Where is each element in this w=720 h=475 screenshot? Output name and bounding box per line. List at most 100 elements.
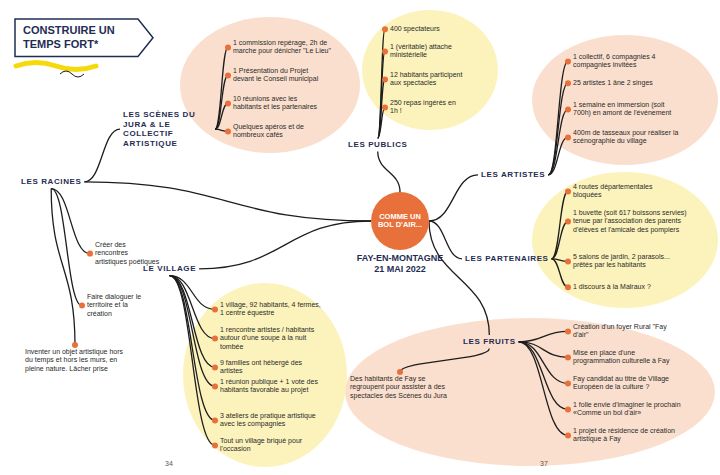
leaf-item: Création d'un foyer Rural "Fay d'air"	[568, 320, 683, 343]
leaf-dot	[565, 432, 571, 438]
node-text: LES PUBLICS	[348, 140, 408, 150]
node-text: LES SCÈNES DU JURA & LE COLLECTIF ARTIST…	[123, 110, 212, 148]
node-text: 400 spectateurs	[390, 25, 465, 33]
leaf-dot	[225, 128, 231, 134]
branch-connector	[552, 191, 568, 258]
leaf-item: 250 repas ingérés en 1h !	[385, 96, 470, 119]
page-number: 34	[165, 460, 173, 467]
leaf-item: 10 réunions avec les habitants et les pa…	[228, 92, 328, 115]
node-text: 1 collectif, 6 compagnies 4 compagnies i…	[573, 53, 673, 70]
leaf-item: 1 village, 92 habitants, 4 fermes, 1 cen…	[215, 298, 330, 321]
leaf-dot	[565, 354, 571, 360]
node-text: 1 buvette (soit 617 boissons servies) te…	[573, 209, 693, 234]
branch-label: LES ARTISTES	[478, 168, 548, 182]
node-text: COMME UN BOL D'AIR...	[371, 192, 429, 250]
node-text: 10 réunions avec les habitants et les pa…	[233, 95, 323, 112]
node-text: 1 semaine en immersion (soit 700h) en am…	[573, 101, 683, 118]
node-text: 1 village, 92 habitants, 4 fermes, 1 cen…	[220, 301, 325, 318]
node-text: LES FRUITS	[463, 337, 516, 347]
leaf-dot	[565, 134, 571, 140]
leaf-item: 1 Présentation du Projet devant le Conse…	[228, 64, 333, 87]
branch-connector	[378, 51, 385, 138]
leaf-item: 9 familles ont hébergé des artistes	[215, 356, 330, 379]
branch-connector	[378, 152, 400, 192]
branch-connector	[519, 331, 568, 341]
branch-connector	[548, 61, 568, 174]
leaf-item: 12 habitants participent aux spectacles	[385, 68, 470, 91]
leaf-item: Créer des rencontres artistiques poétiqu…	[90, 238, 165, 269]
node-text: LES ARTISTES	[481, 170, 545, 180]
node-text: 1 rencontre artistes / habitants autour …	[220, 326, 325, 351]
node-text: LE VILLAGE	[143, 264, 196, 274]
ink-squiggle	[60, 71, 84, 77]
center-circle: COMME UN BOL D'AIR...FAY-EN-MONTAGNE 21 …	[355, 192, 445, 275]
page-number: 37	[540, 460, 548, 467]
node-text: 5 salons de jardin, 2 parasols... prêtés…	[573, 253, 683, 270]
leaf-item: 1 semaine en immersion (soit 700h) en am…	[568, 98, 688, 121]
node-text: Quelques apéros et de nombreux cafés	[233, 123, 313, 140]
leaf-item: 1 réunion publique + 1 vote des habitant…	[215, 375, 330, 398]
node-text: 250 repas ingérés en 1h !	[390, 99, 465, 116]
node-text: CONSTRUIRE UN TEMPS FORT*	[23, 24, 130, 52]
leaf-dot	[565, 258, 571, 264]
yellow-blob	[532, 172, 718, 308]
node-text: Fay candidat au titre de Village Europée…	[573, 375, 683, 392]
branch-connector	[400, 349, 489, 372]
leaf-dot	[212, 306, 218, 312]
leaf-item: 4 routes départementales bloquées	[568, 180, 678, 203]
leaf-item: 5 salons de jardin, 2 parasols... prêtés…	[568, 250, 688, 273]
branch-connector	[170, 276, 215, 421]
leaf-item: 1 rencontre artistes / habitants autour …	[215, 323, 330, 354]
leaf-item: Mise en place d'une programmation cultur…	[568, 346, 688, 369]
leaf-dot	[565, 58, 571, 64]
node-text: 1 commission repérage, 2h de marche pour…	[233, 39, 333, 56]
node-text: 1 discours à la Malraux ?	[573, 283, 673, 291]
branch-connector	[215, 103, 228, 129]
node-text: 1 Présentation du Projet devant le Conse…	[233, 67, 328, 84]
node-text: 400m de tasseaux pour réaliser la scénog…	[573, 129, 683, 146]
leaf-dot	[382, 76, 388, 82]
leaf-dot	[565, 284, 571, 290]
leaf-dot	[565, 328, 571, 334]
branch-connector	[429, 175, 478, 221]
leaf-item: 3 ateliers de pratique artistique avec l…	[215, 409, 330, 432]
node-text: 25 artistes 1 âne 2 singes	[573, 79, 673, 87]
branch-connector	[84, 129, 120, 182]
node-text: 4 routes départementales bloquées	[573, 183, 673, 200]
leaf-dot	[212, 336, 218, 342]
branch-label: LES SCÈNES DU JURA & LE COLLECTIF ARTIST…	[120, 108, 215, 150]
leaf-dot	[212, 383, 218, 389]
node-text: 1 folle envie d'imaginer le prochain «Co…	[573, 401, 683, 418]
leaf-dot	[212, 364, 218, 370]
branch-label: LES PARTENAIRES	[462, 252, 552, 266]
leaf-item: 1 projet de résidence de création artist…	[568, 424, 688, 447]
leaf-dot	[225, 44, 231, 50]
node-text: 9 familles ont hébergé des artistes	[220, 359, 325, 376]
branch-connector	[519, 342, 568, 410]
branch-label: LES RACINES	[18, 175, 84, 189]
leaf-item: Des habitants de Fay se regroupent pour …	[345, 372, 455, 403]
branch-connector	[199, 221, 371, 269]
leaf-dot	[212, 442, 218, 448]
node-text: 3 ateliers de pratique artistique avec l…	[220, 412, 325, 429]
leaf-dot	[79, 303, 85, 309]
node-text: 1 (véritable) attache ministérielle	[390, 43, 465, 60]
leaf-item: Inventer un objet artistique hors du tem…	[20, 345, 130, 376]
leaf-dot	[565, 188, 571, 194]
leaf-item: 1 discours à la Malraux ?	[568, 280, 678, 294]
leaf-item: Fay candidat au titre de Village Europée…	[568, 372, 688, 395]
leaf-item: 1 buvette (soit 617 boissons servies) te…	[568, 206, 698, 237]
branch-connector	[378, 29, 385, 138]
leaf-dot	[565, 106, 571, 112]
branch-connector	[51, 189, 82, 306]
title-sign: CONSTRUIRE UN TEMPS FORT*	[14, 18, 154, 58]
leaf-item: 25 artistes 1 âne 2 singes	[568, 76, 678, 90]
node-text: Tout un village briqué pour l'occasion	[220, 437, 325, 454]
leaf-dot	[565, 219, 571, 225]
orange-blob	[345, 318, 715, 466]
node-text: Mise en place d'une programmation cultur…	[573, 349, 683, 366]
node-text: LES RACINES	[21, 177, 81, 187]
branch-connector	[215, 47, 228, 129]
branch-connector	[51, 189, 75, 345]
leaf-dot	[382, 104, 388, 110]
